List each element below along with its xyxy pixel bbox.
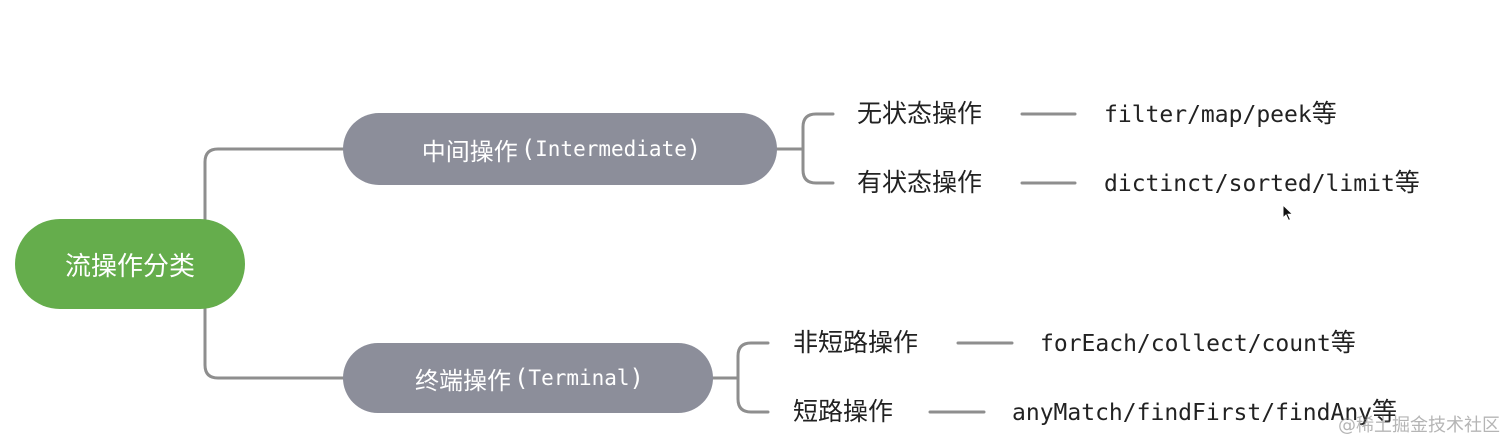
connector-intermediate-stateful [801,147,835,185]
connector-root-terminal [203,307,345,380]
leaf-short-circuit-suffix: 等 [1372,397,1398,426]
category-intermediate-label: 中间操作 [421,137,518,166]
leaf-stateful-ops: dictinct/sorted/limit等 [1104,168,1420,199]
leaf-short-circuit-ops-text: anyMatch/findFirst/findAny [1012,400,1373,426]
category-terminal-label: 终端操作 [415,366,512,395]
connector-terminal-nonshort [736,341,770,380]
leaf-short-circuit-label: 短路操作 [793,397,894,426]
root-node: 流操作分类 [15,219,245,309]
category-terminal-paren-close: ) [631,364,641,392]
leaf-stateless-suffix: 等 [1311,99,1337,128]
category-intermediate-paren-close: ) [688,135,699,163]
category-intermediate-term: Intermediate [535,137,687,161]
leaf-stateless-label: 无状态操作 [857,99,983,128]
leaf-stateless-ops: filter/map/peek等 [1104,99,1337,130]
leaf-stateful-label: 有状态操作 [857,168,983,197]
category-terminal-term: Terminal [528,366,630,390]
connector-terminal-short [736,376,770,414]
category-intermediate: 中间操作 ( Intermediate ) [343,113,777,185]
category-terminal-paren-open: ( [517,364,527,392]
leaf-non-short-circuit-ops-text: forEach/collect/count [1040,331,1331,357]
leaf-non-short-circuit-ops: forEach/collect/count等 [1040,328,1356,359]
mouse-cursor-icon [1282,204,1294,222]
leaf-stateless-ops-text: filter/map/peek [1104,102,1312,128]
leaf-non-short-circuit-label: 非短路操作 [793,328,919,357]
root-label: 流操作分类 [64,251,195,282]
leaf-non-short-circuit-suffix: 等 [1330,328,1356,357]
connector-intermediate-stateless [801,112,835,151]
watermark: @稀土掘金技术社区 [1338,415,1500,436]
leaf-stateful-suffix: 等 [1394,168,1420,197]
connector-root-intermediate [203,147,345,221]
leaf-stateful-ops-text: dictinct/sorted/limit [1104,171,1395,197]
leaf-short-circuit-ops: anyMatch/findFirst/findAny等 [1012,397,1397,428]
category-terminal: 终端操作 ( Terminal ) [343,343,713,413]
category-intermediate-paren-open: ( [523,135,534,163]
